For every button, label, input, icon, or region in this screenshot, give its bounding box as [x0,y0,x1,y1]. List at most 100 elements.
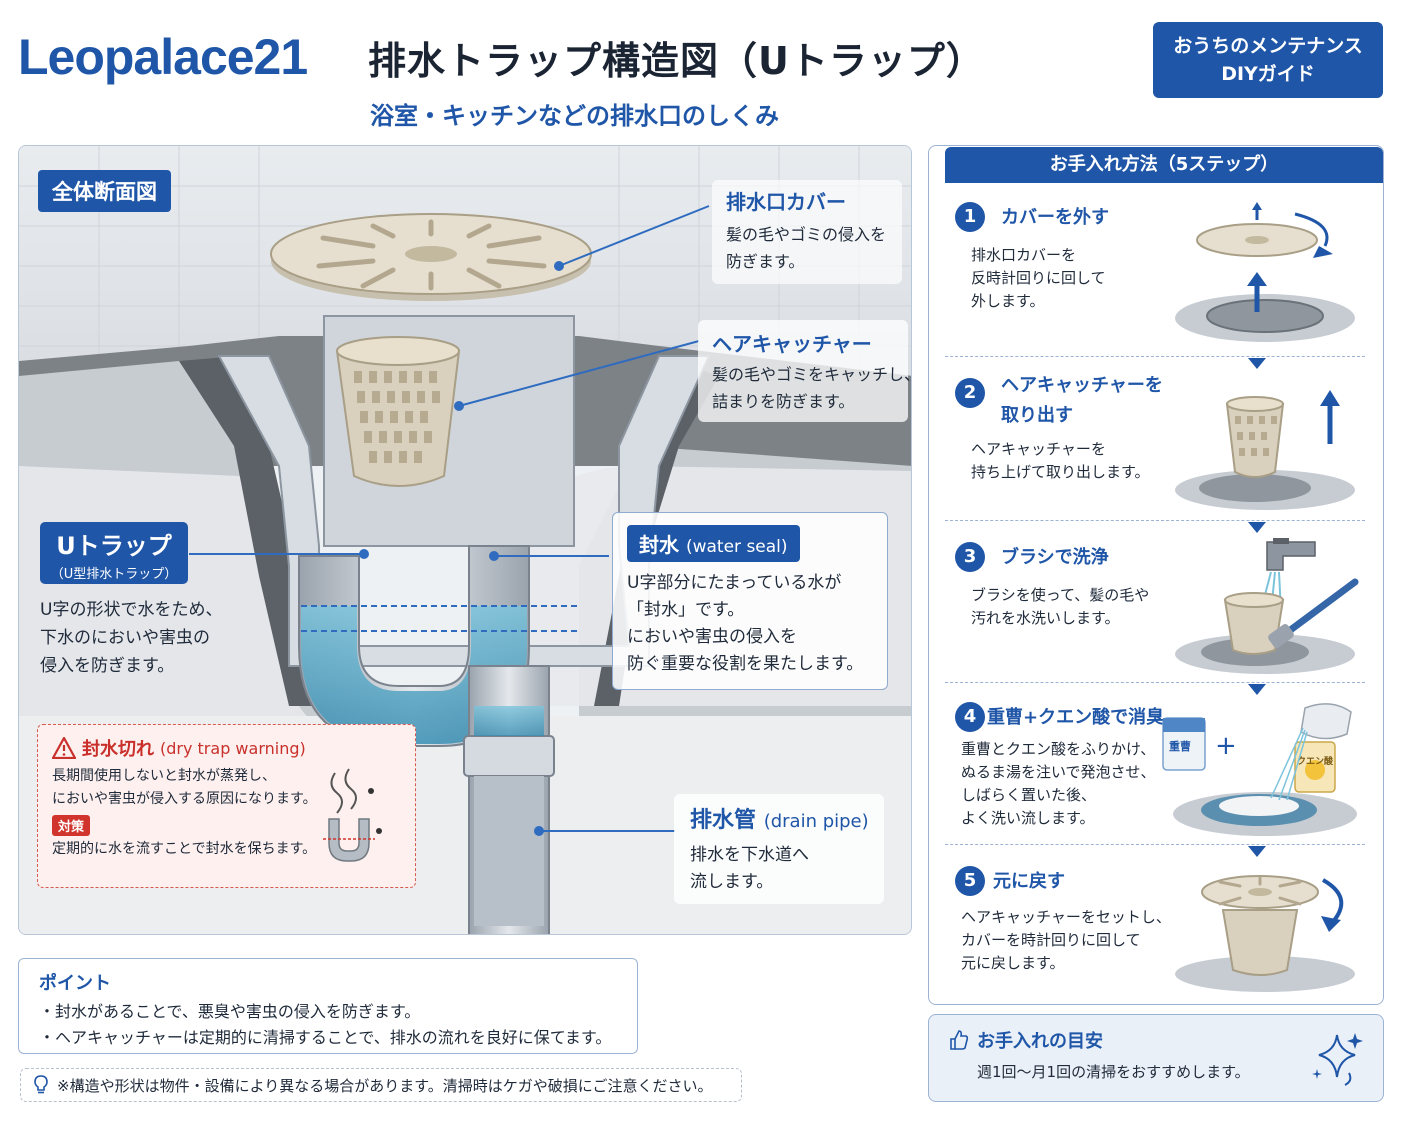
guide-title: お手入れの目安 [977,1031,1103,1052]
maintenance-steps-panel [928,145,1384,1005]
step-2-text-2: 持ち上げて取り出します。 [971,463,1150,481]
caution-note: ※構造や形状は物件・設備により異なる場合があります。清掃時はケガや破損にご注意く… [20,1068,742,1102]
warning-text-2: においや害虫が侵入する原因になります。 [52,791,317,807]
step-5: 5 元に戻す ヘアキャッチャーをセットし、 カバーを時計回りに回して 元に戻しま… [945,862,1365,1012]
step-separator-2 [945,520,1365,521]
callout-hair-text-2: 詰まりを防ぎます。 [712,392,855,411]
section-tag-overall: 全体断面図 [38,170,171,212]
step-1-illustration [1175,202,1355,342]
step-2-title-2: 取り出す [1001,405,1073,426]
callout-hair-catcher: ヘアキャッチャー 髪の毛やゴミをキャッチし、 詰まりを防ぎます。 [698,320,921,422]
step-separator-4 [945,844,1365,845]
seal-text-2: 「封水」です。 [627,600,745,620]
callout-cover-title: 排水口カバー [726,190,846,214]
step-1-text-2: 反時計回りに回して [971,269,1106,287]
key-points-box: ポイント ・封水があることで、悪臭や害虫の侵入を防ぎます。 ・ヘアキャッチャーは… [18,958,638,1054]
step-separator-1 [945,356,1365,357]
warning-triangle-icon [52,737,76,759]
step-5-number: 5 [955,866,985,896]
utrap-title: Uトラップ [56,532,172,560]
page-subtitle: 浴室・キッチンなどの排水口のしくみ [370,102,779,130]
caution-note-text: ※構造や形状は物件・設備により異なる場合があります。清掃時はケガや破損にご注意く… [57,1076,713,1095]
step-4-text-3: しばらく置いた後、 [961,786,1097,804]
callout-hair-title: ヘアキャッチャー [712,332,872,356]
step-3-text-2: 汚れを水洗いします。 [971,609,1120,627]
points-line-2: ・ヘアキャッチャーは定期的に清掃することで、排水の流れを良好に保てます。 [39,1028,612,1047]
points-line-1: ・封水があることで、悪臭や害虫の侵入を防ぎます。 [39,1002,421,1021]
warning-text-3: 定期的に水を流すことで封水を保ちます。 [52,841,317,857]
step-arrow-3 [1248,684,1266,695]
step-arrow-2 [1248,522,1266,533]
guide-text: 週1回〜月1回の清掃をおすすめします。 [977,1063,1250,1081]
countermeasure-tag: 対策 [52,815,91,836]
step-2: 2 ヘアキャッチャーを 取り出す ヘアキャッチャーを 持ち上げて取り出します。 [945,372,1365,522]
step-4: 4 重曹+クエン酸で消臭 重曹とクエン酸をふりかけ、 ぬるま湯を注いで発泡させ、… [945,698,1365,848]
step-5-text-1: ヘアキャッチャーをセットし、 [961,908,1171,926]
step-2-illustration [1175,390,1355,510]
utrap-description: U字の形状で水をため、 下水のにおいや害虫の 侵入を防ぎます。 [40,596,222,680]
dry-u-trap-icon [323,768,382,862]
citric-acid-label: クエン酸 [1297,755,1334,767]
points-title: ポイント [39,973,111,994]
step-1-title: カバーを外す [1001,207,1109,228]
warning-text-1: 長期間使用しないと封水が蒸発し、 [52,768,276,784]
step-1-text-1: 排水口カバーを [971,246,1077,264]
seal-head: 封水 (water seal) [627,525,800,562]
guide-title-row: お手入れの目安 [949,1027,1363,1053]
brand-logo: Leopalace21 [18,29,308,85]
steps-header: お手入れ方法（5ステップ） [945,147,1383,183]
baking-soda-label: 重曹 [1169,739,1191,753]
step-3-title: ブラシで洗浄 [1001,547,1109,568]
sparkle-clean-icon [1312,1033,1363,1086]
seal-text-4: 防ぐ重要な役割を果たします。 [627,654,864,674]
seal-title: 封水 [639,533,679,557]
step-3: 3 ブラシで洗浄 ブラシを使って、髪の毛や 汚れを水洗いします。 [945,538,1365,688]
pipe-title-en: (drain pipe) [763,811,869,832]
step-5-text-2: カバーを時計回りに回して [961,931,1141,949]
page-title: 排水トラップ構造図（Uトラップ） [368,39,985,83]
callout-water-seal: 封水 (water seal) U字部分にたまっている水が 「封水」です。 にお… [612,512,888,690]
step-4-text-4: よく洗い流します。 [961,809,1095,827]
utrap-label: Uトラップ （U型排水トラップ） [40,522,188,584]
step-separator-3 [945,682,1365,683]
step-4-text-1: 重曹とクエン酸をふりかけ、 [961,740,1156,758]
step-4-text-2: ぬるま湯を注いで発泡させ、 [961,763,1156,781]
step-4-title: 重曹+クエン酸で消臭 [987,707,1165,728]
step-2-text-1: ヘアキャッチャーを [971,440,1106,458]
step-5-illustration [1175,875,1355,992]
callout-cover-text-1: 髪の毛やゴミの侵入を [726,225,887,244]
pipe-title-row: 排水管 (drain pipe) [690,802,869,834]
utrap-text-1: U字の形状で水をため、 [40,600,223,620]
step-2-number: 2 [955,378,985,408]
callout-hair-text-1: 髪の毛やゴミをキャッチし、 [712,365,921,384]
step-arrow-4 [1248,846,1266,857]
utrap-text-2: 下水のにおいや害虫の [40,628,210,648]
warning-title-en: (dry trap warning) [160,738,306,758]
step-5-title: 元に戻す [993,871,1065,892]
pipe-text-2: 流します。 [690,872,774,892]
cleaning-frequency-box: お手入れの目安 週1回〜月1回の清掃をおすすめします。 [928,1014,1384,1102]
utrap-subtitle: （U型排水トラップ） [50,567,178,582]
step-3-number: 3 [955,542,985,572]
callout-cover-text-2: 防ぎます。 [726,252,805,271]
seal-text-1: U字部分にたまっている水が [627,573,842,593]
dry-trap-warning-box: 封水切れ (dry trap warning) 長期間使用しないと封水が蒸発し、… [37,724,416,888]
pipe-text-1: 排水を下水道へ [690,845,809,865]
thumbs-up-icon [950,1030,969,1050]
step-4-number: 4 [955,702,985,732]
utrap-text-3: 侵入を防ぎます。 [40,656,175,676]
step-3-illustration [1175,538,1359,674]
step-1-text-3: 外します。 [971,292,1045,310]
seal-title-en: (water seal) [685,537,788,557]
diy-guide-badge: おうちのメンテナンス DIYガイド [1153,22,1383,98]
plus-icon: + [1215,731,1237,761]
lightbulb-icon [34,1075,48,1094]
callout-drain-cover: 排水口カバー 髪の毛やゴミの侵入を 防ぎます。 [712,180,902,284]
pipe-title: 排水管 [690,808,757,833]
step-2-title-1: ヘアキャッチャーを [1001,375,1163,396]
badge-line-2: DIYガイド [1221,63,1315,85]
badge-line-1: おうちのメンテナンス [1173,35,1363,57]
step-3-text-1: ブラシを使って、髪の毛や [971,586,1150,604]
step-1: 1 カバーを外す 排水口カバーを 反時計回りに回して 外します。 [945,198,1365,348]
step-arrow-1 [1248,358,1266,369]
